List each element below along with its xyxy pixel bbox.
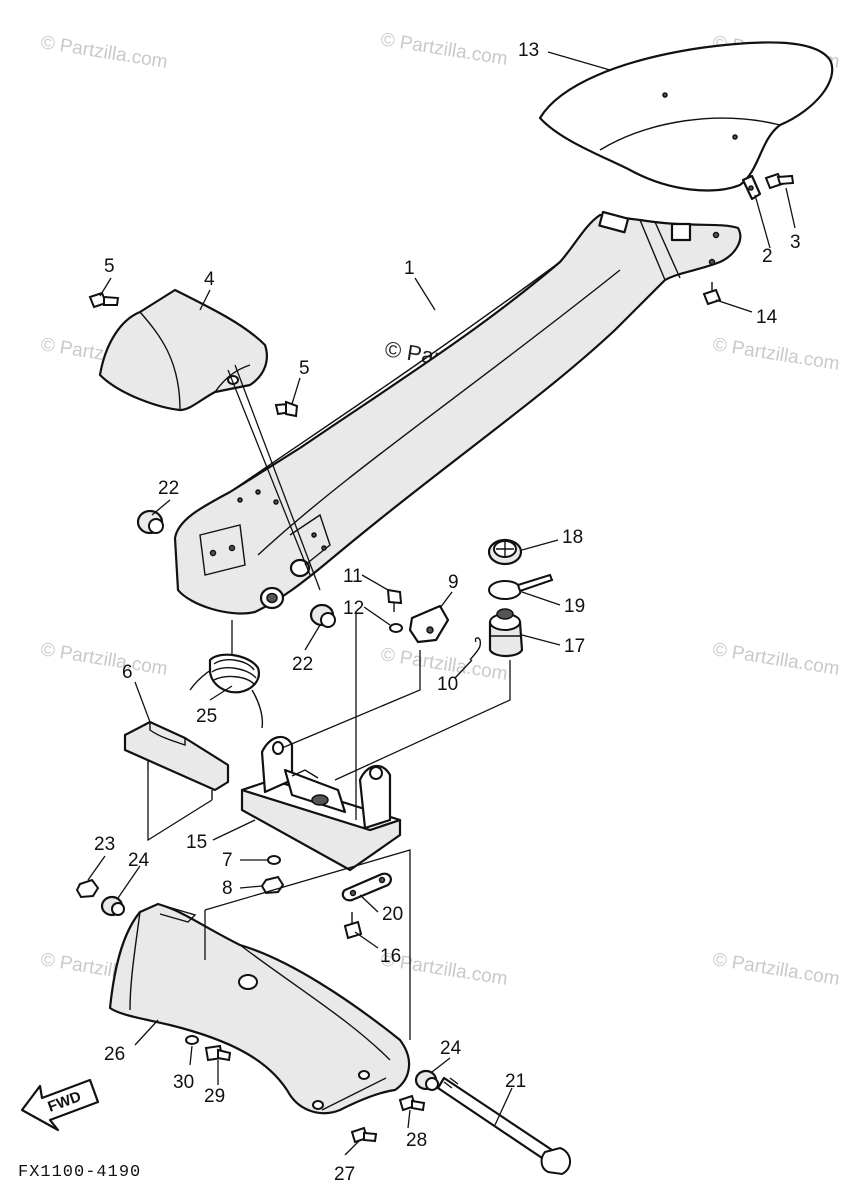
callout-5b: 5 — [299, 358, 310, 379]
callout-10: 10 — [437, 674, 458, 695]
part-17-grommet[interactable] — [488, 608, 524, 658]
callout-1: 1 — [404, 258, 415, 279]
watermark: © Partzilla.com — [379, 29, 509, 70]
callout-22a: 22 — [158, 478, 179, 499]
callout-14: 14 — [756, 307, 778, 328]
callout-28: 28 — [406, 1130, 427, 1151]
watermark: © Partzilla.com — [39, 639, 169, 680]
part-9-clip[interactable] — [408, 604, 450, 644]
callout-17: 17 — [564, 636, 585, 657]
callout-20: 20 — [382, 904, 403, 925]
part-13-seat[interactable] — [538, 41, 834, 192]
callout-30: 30 — [173, 1072, 194, 1093]
part-22-bushing-b[interactable] — [309, 603, 336, 628]
callout-16: 16 — [380, 946, 401, 967]
part-12-washer[interactable] — [389, 623, 403, 633]
watermark: © Partzilla.com — [711, 334, 841, 375]
part-4-front-cover[interactable] — [98, 288, 268, 412]
part-6-pad[interactable] — [123, 720, 230, 800]
part-24-bushing-b[interactable] — [414, 1069, 439, 1091]
part-19-band[interactable] — [488, 573, 554, 600]
callout-26: 26 — [104, 1044, 125, 1065]
callout-18: 18 — [562, 527, 583, 548]
part-3-bolt[interactable] — [764, 172, 795, 190]
part-25-spring[interactable] — [189, 653, 264, 729]
watermark: © Partzilla.com — [711, 639, 841, 680]
part-18-cap[interactable] — [487, 538, 523, 566]
part-30-washer[interactable] — [185, 1035, 199, 1045]
callout-22b: 22 — [292, 654, 313, 675]
callout-9: 9 — [448, 572, 459, 593]
callout-15: 15 — [186, 832, 207, 853]
callout-24a: 24 — [128, 850, 150, 871]
callout-19: 19 — [564, 596, 585, 617]
callout-25: 25 — [196, 706, 217, 727]
part-29-screw[interactable] — [204, 1044, 232, 1062]
part-22-bushing-a[interactable] — [136, 509, 164, 535]
part-21-bolt[interactable] — [436, 1076, 571, 1176]
callout-13: 13 — [518, 40, 539, 61]
callout-27: 27 — [334, 1164, 355, 1185]
callout-8: 8 — [222, 878, 233, 899]
callout-11: 11 — [343, 566, 363, 587]
callout-4: 4 — [204, 269, 215, 290]
diagram-code: FX1100-4190 — [18, 1163, 141, 1182]
part-27-screw[interactable] — [350, 1126, 378, 1144]
callout-7: 7 — [222, 850, 233, 871]
watermark: © Partzilla.com — [39, 32, 169, 73]
assembly-lines — [147, 364, 511, 1111]
callout-leaders — [87, 51, 796, 1156]
callout-23: 23 — [94, 834, 115, 855]
callout-3: 3 — [790, 232, 801, 253]
part-5-screw-b[interactable] — [274, 400, 299, 418]
callout-21: 21 — [505, 1071, 526, 1092]
part-1-frame[interactable] — [173, 210, 742, 615]
fwd-arrow-icon: FWD — [20, 1078, 100, 1132]
part-5-screw-a[interactable] — [88, 291, 120, 309]
callout-24b: 24 — [440, 1038, 462, 1059]
callout-labels: 13 1 2 3 14 5 4 5 22 22 11 12 9 10 18 19… — [94, 40, 801, 1185]
part-7-washer[interactable] — [267, 855, 281, 865]
callout-5a: 5 — [104, 256, 115, 277]
part-23-nut[interactable] — [75, 878, 100, 899]
watermark: © Partzilla.com — [711, 949, 841, 990]
callout-29: 29 — [204, 1086, 225, 1107]
callout-6: 6 — [122, 662, 133, 683]
part-20-plate[interactable] — [341, 872, 392, 902]
part-24-bushing-a[interactable] — [100, 895, 125, 917]
callout-12: 12 — [343, 598, 364, 619]
part-15-hinge-base[interactable] — [240, 735, 402, 872]
part-28-screw[interactable] — [398, 1094, 426, 1112]
part-11-screw[interactable] — [386, 588, 403, 612]
part-2-bracket[interactable] — [741, 174, 762, 201]
part-26-lower-cover[interactable] — [108, 902, 411, 1115]
callout-2: 2 — [762, 246, 773, 267]
part-10-pin[interactable] — [469, 637, 482, 661]
